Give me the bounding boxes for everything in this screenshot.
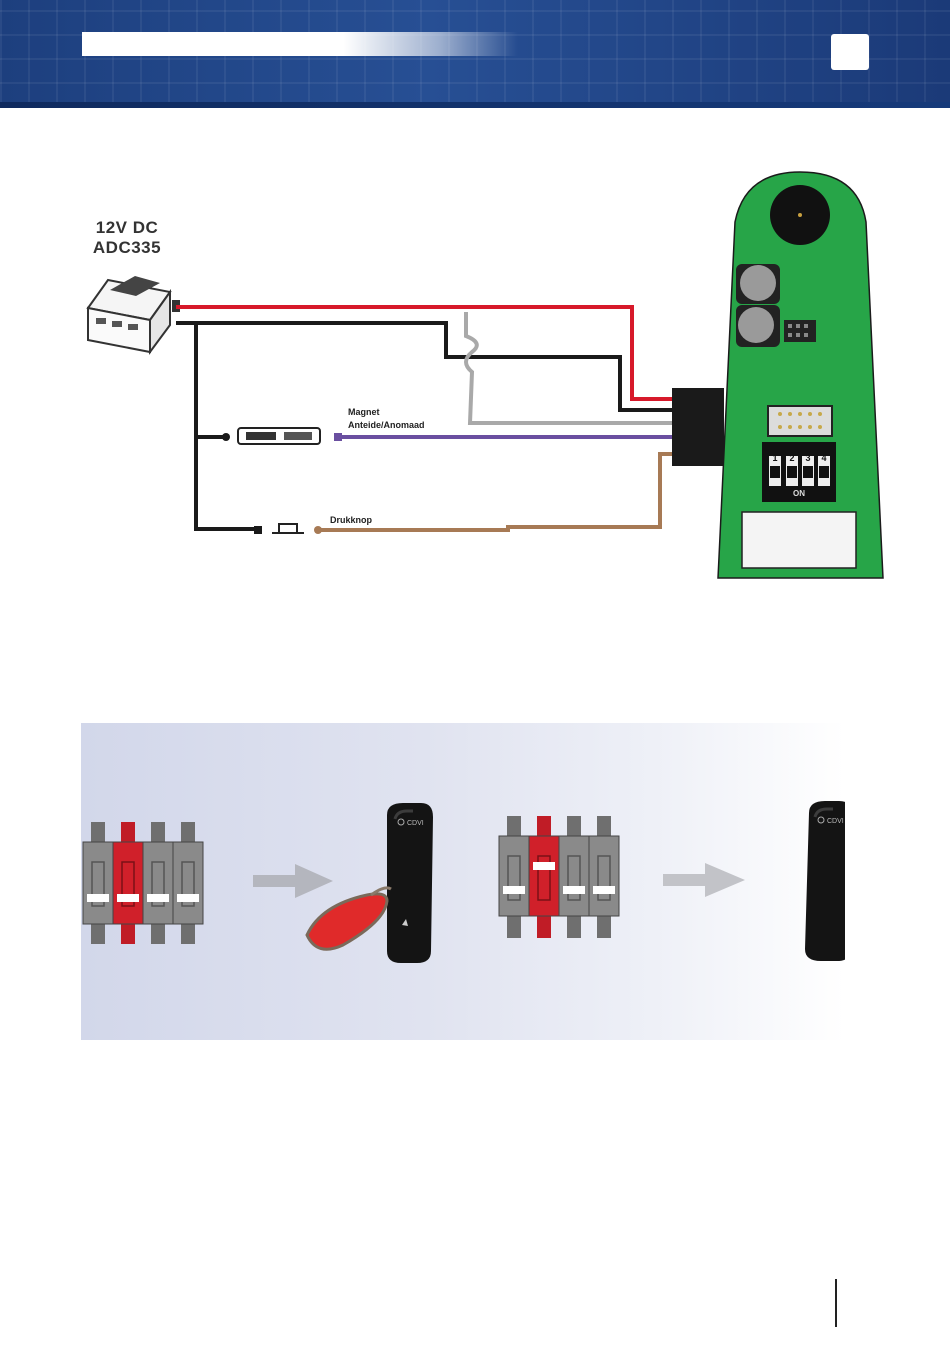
wire-black-bus	[196, 323, 258, 529]
magnet-label-line2: Anteide/Anomaad	[348, 420, 425, 430]
reader-brand-2: CDVI	[827, 818, 844, 825]
magnetic-lock-icon	[238, 428, 320, 444]
wire-black	[176, 323, 672, 410]
wire-red	[176, 307, 672, 399]
dip-number-1: 1	[772, 453, 777, 463]
exit-label: Drukknop	[330, 515, 373, 525]
board-connector	[672, 388, 724, 466]
magnet-label-line1: Magnet	[348, 407, 380, 417]
psu-label-line2: ADC335	[82, 238, 172, 258]
reader-brand-1: CDVI	[407, 820, 424, 827]
header-bottom-edge	[0, 102, 950, 108]
dip-switch-set-1	[83, 822, 203, 944]
dip-number-3: 3	[805, 453, 810, 463]
exit-button-icon	[254, 524, 304, 534]
wiring-diagram: Magnet Anteide/Anomaad Drukknop 1 2 3	[0, 120, 950, 590]
dip-switch-set-2	[499, 816, 619, 938]
psu-module-icon	[88, 276, 180, 352]
dip-number-2: 2	[789, 453, 794, 463]
footer-rule	[835, 1279, 837, 1327]
programming-illustration: CDVI	[81, 723, 845, 1040]
wire-grey	[466, 312, 672, 423]
psu-label: 12V DC ADC335	[82, 218, 172, 258]
dip-caption: ON	[793, 489, 805, 498]
proximity-reader-1: CDVI	[387, 803, 433, 963]
arrow-icon-1	[253, 864, 333, 898]
proximity-reader-2: CDVI	[805, 801, 845, 961]
header-title-bar	[82, 32, 518, 56]
reader-circuit-board	[718, 172, 883, 578]
psu-label-line1: 12V DC	[82, 218, 172, 238]
dip-number-4: 4	[821, 453, 826, 463]
arrow-icon-2	[663, 863, 745, 897]
key-fob-icon	[307, 888, 391, 949]
page-header	[0, 0, 950, 108]
programming-panel: CDVI	[81, 723, 845, 1040]
page-number-box	[831, 34, 869, 70]
